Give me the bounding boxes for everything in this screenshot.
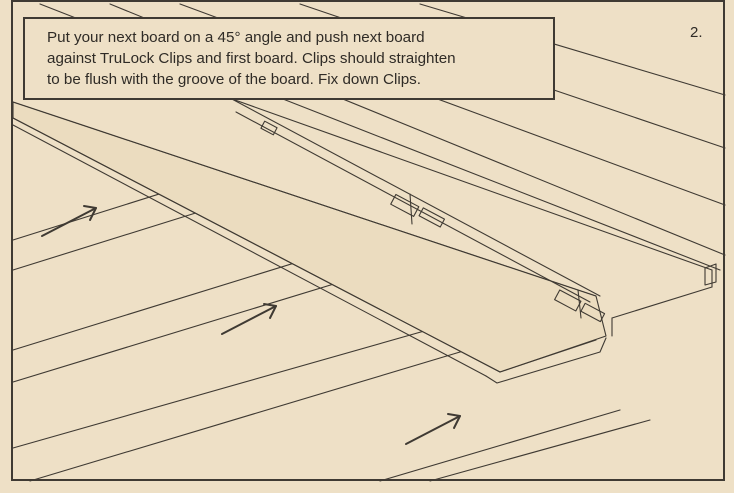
board-edges: [12, 97, 607, 384]
trulock-clips: [260, 120, 606, 323]
caption-line-1: Put your next board on a 45° angle and p…: [47, 29, 425, 46]
instruction-caption: Put your next board on a 45° angle and p…: [23, 17, 555, 100]
caption-line-2: against TruLock Clips and first board. C…: [47, 50, 456, 67]
push-arrows: [41, 205, 461, 445]
step-number: 2.: [690, 24, 703, 41]
angled-board: [12, 101, 607, 373]
caption-line-3: to be flush with the groove of the board…: [47, 71, 421, 88]
joist-lines: [12, 177, 651, 482]
